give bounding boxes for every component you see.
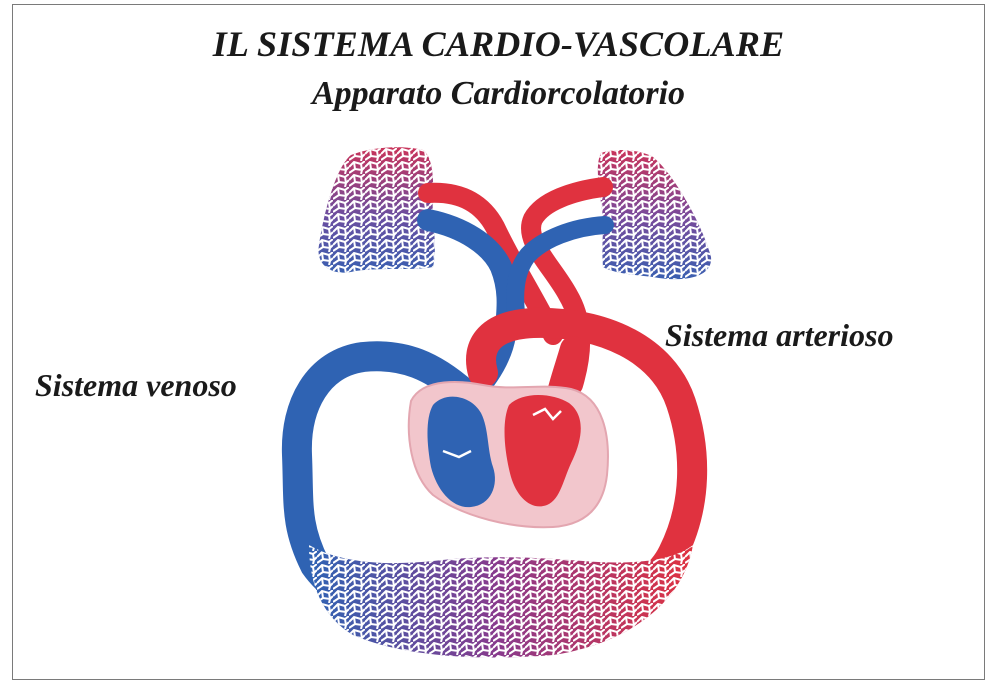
right-lung — [598, 150, 711, 279]
slide: IL SISTEMA CARDIO-VASCOLARE Apparato Car… — [12, 4, 985, 680]
left-lung — [318, 147, 434, 272]
label-sistema-arterioso: Sistema arterioso — [665, 317, 893, 354]
systemic-capillaries — [309, 545, 693, 658]
label-sistema-venoso: Sistema venoso — [35, 367, 237, 404]
heart — [409, 382, 608, 527]
